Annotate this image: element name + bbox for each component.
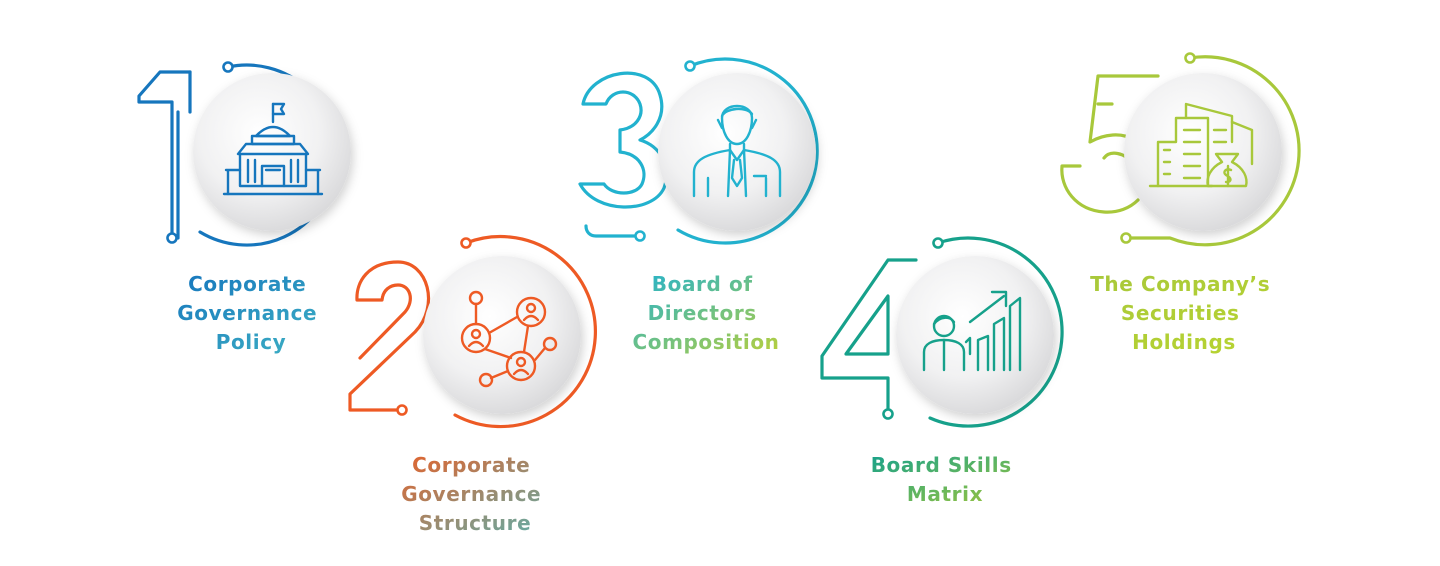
step-2-label-line: Corporate	[412, 453, 530, 477]
step-5-label-line: Securities	[1121, 301, 1240, 325]
step-1-label-line: Corporate	[188, 272, 306, 296]
step-5-label-line: The Company’s	[1090, 272, 1270, 296]
step-4-number-outline	[820, 236, 1064, 428]
step-3-disc	[658, 73, 816, 231]
step-4-label-line: Board Skills	[871, 453, 1012, 477]
buildings-money-bag-icon	[1148, 102, 1254, 188]
step-1-label-line: Policy	[216, 330, 287, 354]
step-4: Board Skills Matrix	[820, 236, 1064, 506]
step-2-disc	[423, 256, 581, 414]
step-5-disc	[1124, 73, 1282, 231]
step-3-label-line: Directors	[648, 301, 757, 325]
growth-chart-person-icon	[922, 290, 1022, 372]
step-2-label: Corporate Governance Structure	[401, 453, 549, 535]
step-5-number-outline	[1060, 52, 1301, 247]
step-5: The Company’s Securities Holdings	[1060, 52, 1301, 354]
government-building-icon	[222, 102, 324, 196]
step-3: Board of Directors Composition	[578, 57, 819, 354]
step-2-label-line: Governance	[401, 482, 541, 506]
step-2: Corporate Governance Structure	[348, 234, 597, 535]
step-3-label: Board of Directors Composition	[632, 272, 779, 354]
businessman-icon	[692, 104, 782, 198]
step-4-label-line: Matrix	[907, 482, 983, 506]
step-1: Corporate Governance Policy	[137, 61, 351, 354]
step-2-label-line: Structure	[419, 511, 532, 535]
step-2-number-outline	[348, 234, 597, 429]
step-3-number-outline	[578, 57, 819, 245]
step-4-label: Board Skills Matrix	[871, 453, 1020, 506]
step-5-label-line: Holdings	[1132, 330, 1236, 354]
step-3-label-line: Composition	[632, 330, 779, 354]
step-1-label: Corporate Governance Policy	[177, 272, 325, 354]
step-1-label-line: Governance	[177, 301, 317, 325]
step-1-disc	[193, 73, 351, 231]
step-3-label-line: Board of	[652, 272, 753, 296]
step-5-label: The Company’s Securities Holdings	[1090, 272, 1278, 354]
network-people-icon	[460, 290, 558, 388]
step-4-disc	[896, 256, 1054, 414]
